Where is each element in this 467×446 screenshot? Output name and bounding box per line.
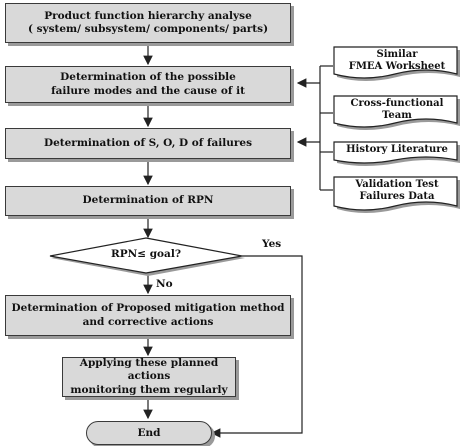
step-rpn: Determination of RPN [5,186,291,216]
decision-yes-label: Yes [262,238,282,250]
step5-line2: and corrective actions [82,315,214,328]
input-history-literature: History Literature [333,141,461,169]
arrow-yes-end [210,255,303,438]
decision-diamond [49,237,243,274]
decision-text: RPN≤ goal? [111,248,181,260]
step2-line2: failure modes and the cause of it [51,84,245,97]
step6-line1: Applying these planned actions [79,357,219,383]
step-apply-actions: Applying these planned actions monitorin… [62,357,236,397]
step-function-hierarchy: Product function hierarchy analyse ( sys… [5,3,291,43]
input-validation-test: Validation Test Failures Data [333,176,461,216]
input-cross-functional: Cross-functional Team [333,95,461,133]
step2-line1: Determination of the possible [60,71,236,84]
step5-line1: Determination of Proposed mitigation met… [11,302,285,315]
step1-line1: Product function hierarchy analyse [44,9,252,22]
input1-line2: FMEA Worksheet [348,61,446,72]
input4-line1: Validation Test [355,179,439,190]
input1-line1: Similar [376,49,418,60]
decision-no-label: No [156,278,173,290]
step-failure-modes: Determination of the possible failure mo… [5,66,291,103]
end-terminal: End [86,421,212,445]
input2-line2: Team [382,110,412,121]
end-label: End [137,427,161,439]
step4-line1: Determination of RPN [82,194,214,207]
step1-line2: ( system/ subsystem/ components/ parts) [27,23,269,35]
step-sod: Determination of S, O, D of failures [5,128,291,159]
input-similar-fmea: Similar FMEA Worksheet [333,46,461,84]
input2-line1: Cross-functional [350,98,444,109]
step3-line1: Determination of S, O, D of failures [43,136,253,149]
input4-line2: Failures Data [359,191,435,202]
input3-line1: History Literature [346,144,448,155]
step6-line2: monitoring them regularly [70,383,228,396]
step-mitigation: Determination of Proposed mitigation met… [5,295,291,336]
